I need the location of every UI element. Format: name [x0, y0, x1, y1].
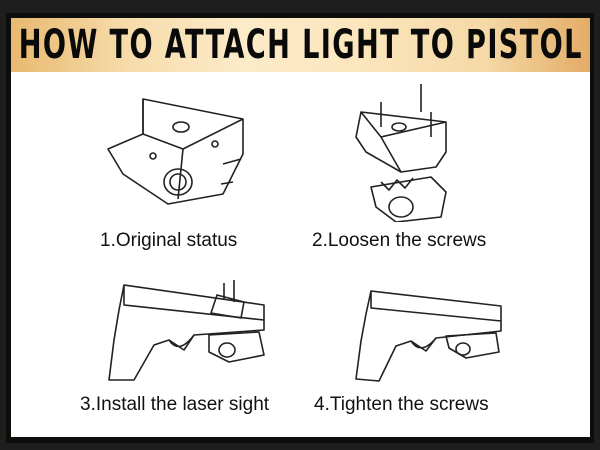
pistol-with-light-exploded-illustration: [108, 280, 265, 381]
step-1-caption: 1.Original status: [100, 230, 238, 251]
title-banner: HOW TO ATTACH LIGHT TO PISTOL: [11, 18, 590, 72]
page-title: HOW TO ATTACH LIGHT TO PISTOL: [18, 22, 583, 68]
light-module-illustration: [107, 98, 244, 205]
step-3-caption: 3.Install the laser sight: [80, 394, 270, 415]
instructions-panel: 1.Original status 2.Loosen the screws 3.…: [11, 72, 590, 437]
light-module-exploded-illustration: [355, 84, 447, 222]
step-4-caption: 4.Tighten the screws: [314, 394, 489, 415]
step-2-caption: 2.Loosen the screws: [312, 230, 487, 251]
pistol-with-light-installed-illustration: [355, 290, 502, 382]
